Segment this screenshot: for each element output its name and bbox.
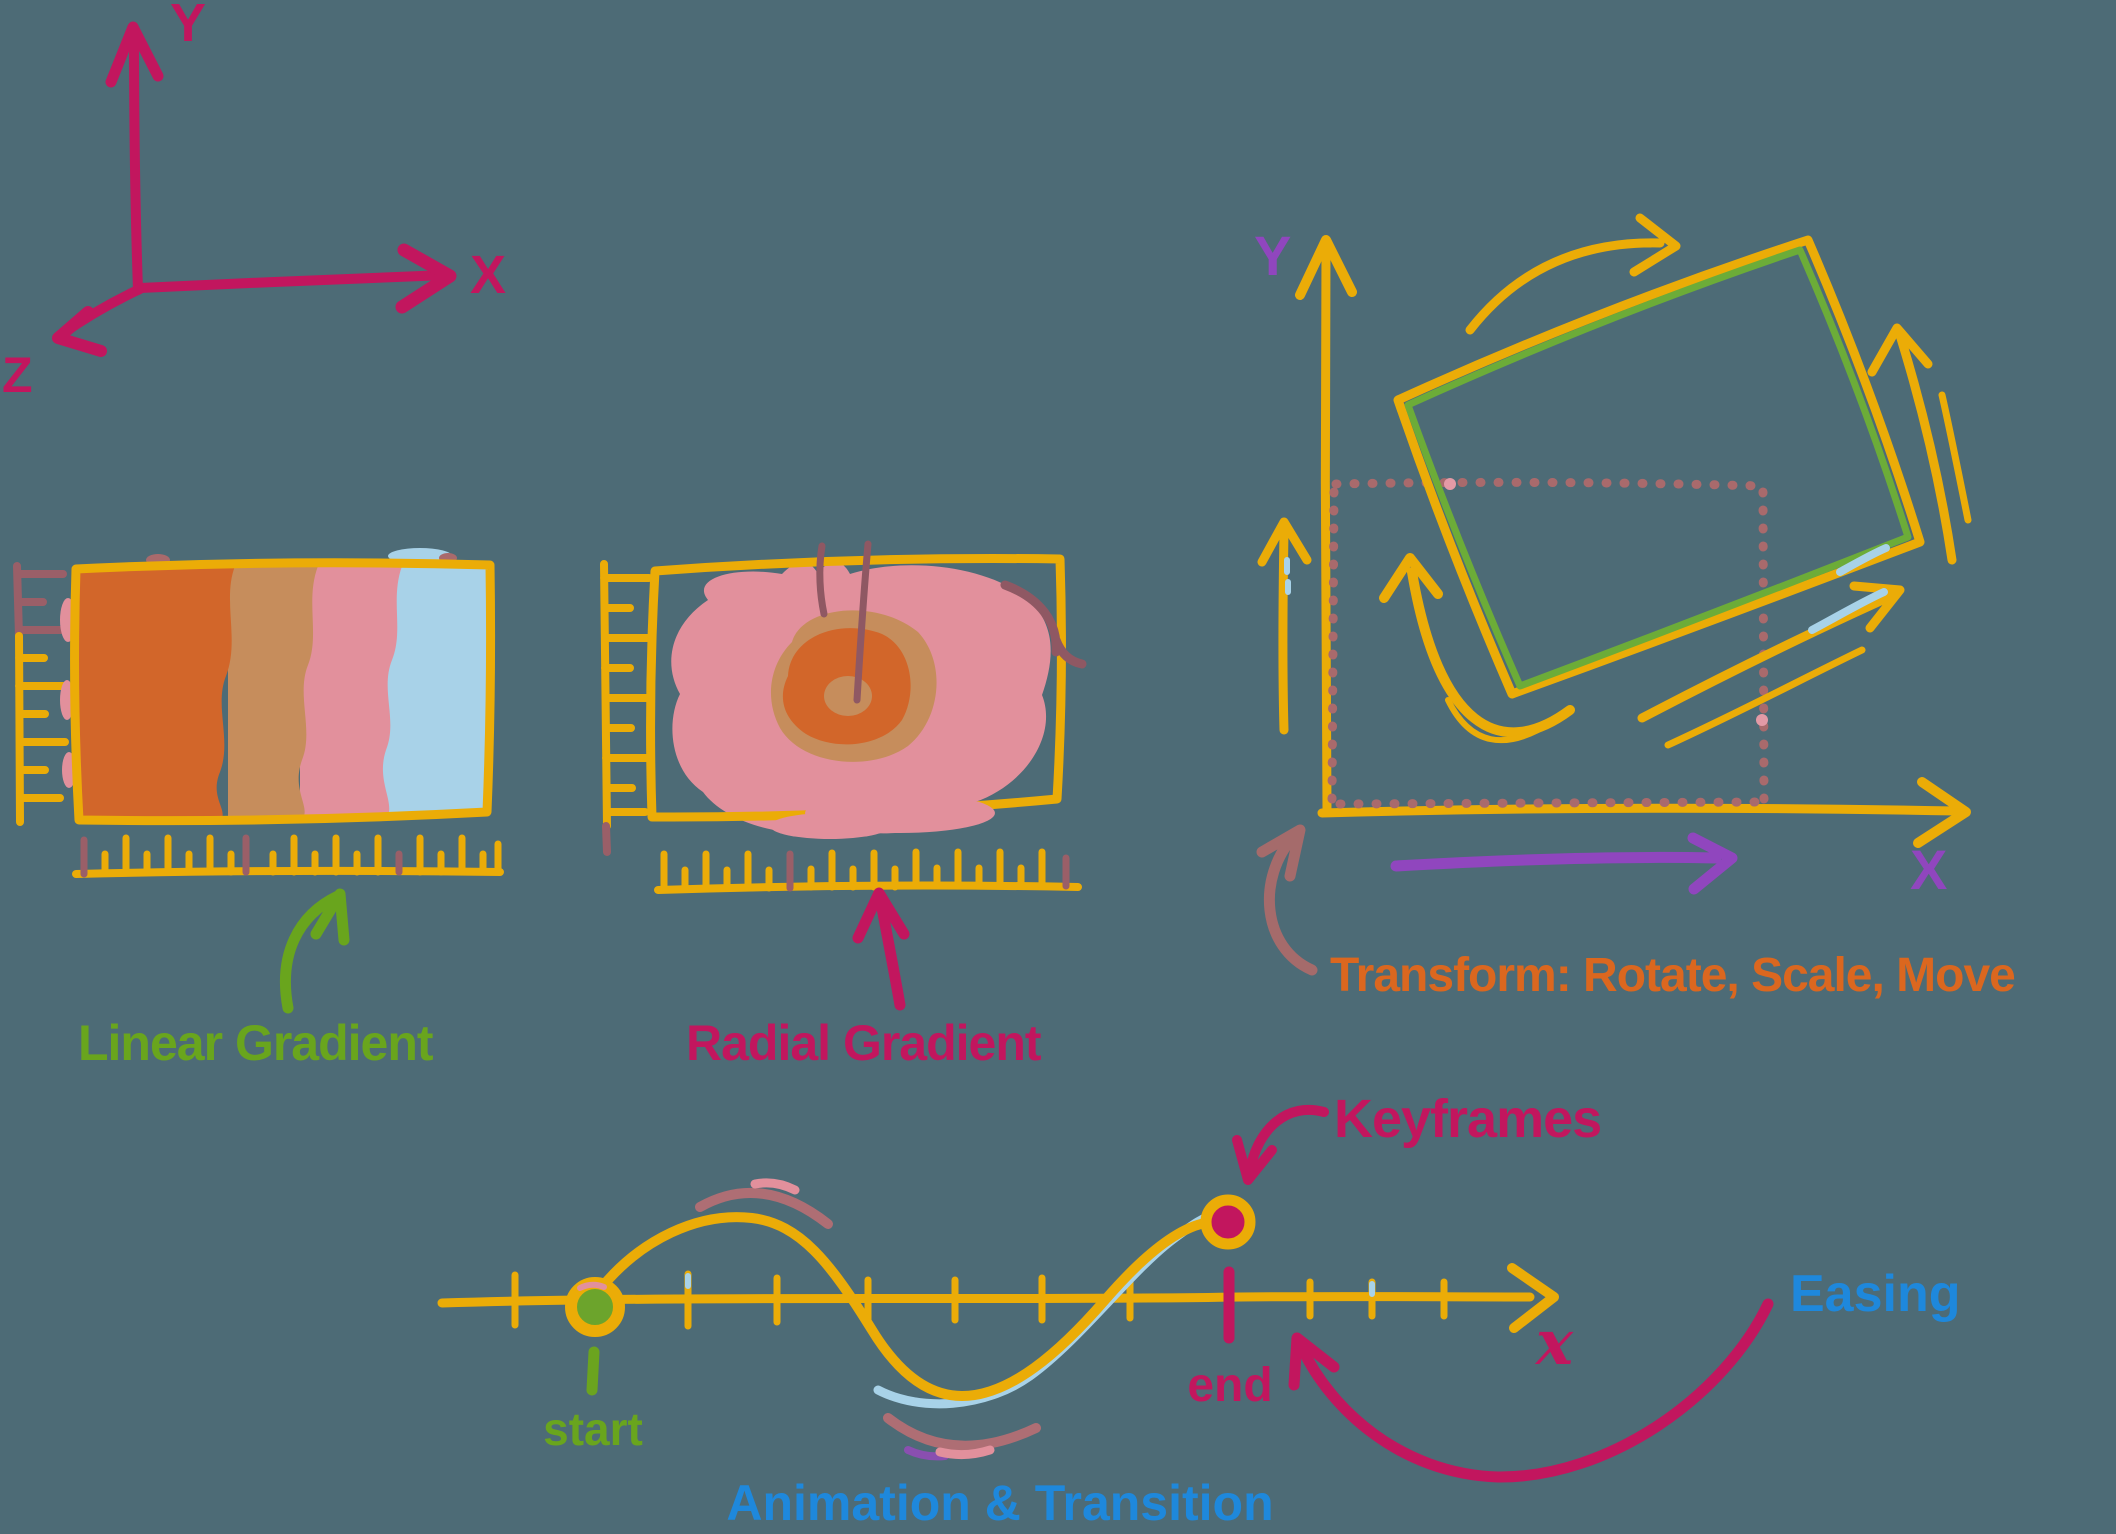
start-dot-pink-sliver bbox=[577, 1281, 607, 1291]
linear-band-pink bbox=[300, 566, 402, 818]
radial-gradient-label: Radial Gradient bbox=[686, 1015, 1042, 1071]
transform-dotted-rect bbox=[1327, 477, 1769, 809]
trough-accent-maroon bbox=[883, 1413, 1041, 1451]
end-label: end bbox=[1187, 1359, 1273, 1412]
start-dash bbox=[586, 1346, 600, 1396]
rotated-square-outer bbox=[1393, 235, 1925, 699]
linear-callout-arrow bbox=[279, 888, 350, 1014]
radial-swatch-border bbox=[646, 554, 1066, 822]
y-axis-arrowhead-icon bbox=[105, 21, 164, 88]
translate-arrow-purple bbox=[1390, 832, 1738, 895]
timeline-ticks bbox=[511, 1270, 1448, 1330]
transform-x-label: X bbox=[1910, 838, 1948, 901]
rotate-arc-top bbox=[1465, 213, 1681, 335]
y-axis-line bbox=[129, 25, 143, 295]
transform-x-axis bbox=[1317, 803, 1963, 818]
radial-ruler-left bbox=[600, 560, 655, 830]
move-arrow-blue-dashes bbox=[1808, 544, 1890, 634]
transform-callout-arrow bbox=[1256, 824, 1318, 976]
dotted-rect-top bbox=[1331, 477, 1767, 491]
transform-y-axis bbox=[1320, 243, 1332, 815]
linear-ruler-bottom-line bbox=[72, 866, 504, 878]
transform-y-label: Y bbox=[1254, 224, 1292, 287]
rotated-square-inner bbox=[1404, 246, 1912, 690]
linear-band-tan bbox=[228, 566, 318, 818]
radial-gradient-figure bbox=[600, 540, 1087, 1011]
transform-y-arrowhead-icon bbox=[1295, 235, 1357, 300]
keyframes-callout-arrow bbox=[1232, 1104, 1329, 1185]
radial-ruler-bottom-ticks-maroon bbox=[786, 850, 1070, 892]
timeline-axis-arrowhead-icon bbox=[1507, 1263, 1559, 1333]
radial-ruler-bottom-ticks bbox=[660, 848, 1046, 892]
timeline-x-axis-label: x bbox=[1536, 1306, 1573, 1379]
linear-ruler-left-yellow bbox=[15, 632, 69, 826]
linear-band-orange bbox=[78, 566, 235, 818]
timeline-axis bbox=[437, 1292, 1535, 1308]
linear-ruler-bottom-ticks-maroon bbox=[80, 834, 403, 878]
timeline-tick-blue-tops bbox=[685, 1273, 1375, 1297]
easing-label: Easing bbox=[1790, 1265, 1961, 1323]
move-arrow-diagonal bbox=[1637, 581, 1905, 723]
animation-transition-caption: Animation & Transition bbox=[726, 1475, 1274, 1531]
radial-pink-spill-2 bbox=[770, 813, 890, 839]
transform-caption: Transform: Rotate, Scale, Move bbox=[1330, 949, 2016, 1002]
dotted-rect-pink-dot-2 bbox=[1756, 714, 1768, 726]
transform-figure bbox=[1256, 213, 1972, 976]
xyz-axes bbox=[52, 21, 457, 357]
animation-wave bbox=[592, 1212, 1217, 1401]
end-keyframe-dot bbox=[1200, 1194, 1256, 1250]
linear-gradient-figure bbox=[13, 548, 504, 1014]
animation-timeline bbox=[437, 1104, 1774, 1483]
linear-ruler-bottom-ticks bbox=[101, 834, 502, 876]
crest-accent-maroon bbox=[695, 1187, 833, 1229]
easing-callout-arrow bbox=[1288, 1298, 1774, 1483]
linear-ruler-left-maroon bbox=[13, 562, 68, 640]
radial-streak bbox=[1000, 580, 1087, 669]
crest-accent-pink bbox=[750, 1178, 800, 1195]
move-arrow-diagonal-double bbox=[1664, 646, 1866, 749]
transform-x-arrowhead-icon bbox=[1913, 777, 1971, 848]
scale-arrow-left-blue-dashes bbox=[1284, 557, 1291, 595]
radial-center-tan-dot bbox=[824, 676, 872, 716]
radial-stem-long bbox=[853, 540, 872, 704]
xyz-x-label: X bbox=[470, 245, 507, 305]
radial-ruler-bottom-line bbox=[654, 881, 1082, 894]
start-label: start bbox=[543, 1403, 643, 1455]
x-axis-arrowhead-icon bbox=[395, 243, 457, 314]
linear-swatch-border bbox=[70, 558, 496, 826]
z-axis-arrowhead-icon bbox=[52, 306, 107, 357]
trough-accent-pink bbox=[935, 1445, 995, 1460]
dotted-rect-left bbox=[1327, 487, 1339, 805]
xyz-y-label: Y bbox=[170, 0, 207, 53]
scale-arrow-left bbox=[1257, 517, 1312, 735]
radial-callout-arrow bbox=[852, 887, 910, 1011]
radial-stem-short bbox=[816, 542, 828, 618]
rotate-arc-bottom-left-double bbox=[1445, 697, 1555, 744]
keyframes-label: Keyframes bbox=[1334, 1089, 1602, 1149]
xyz-z-label: Z bbox=[2, 347, 33, 403]
dotted-rect-right bbox=[1758, 487, 1769, 805]
dotted-rect-bottom bbox=[1335, 797, 1763, 809]
radial-ruler-left-maroon-tip bbox=[602, 822, 611, 856]
scale-arrow-right bbox=[1867, 323, 1957, 565]
dotted-rect-pink-dot-1 bbox=[1444, 478, 1456, 490]
linear-gradient-label: Linear Gradient bbox=[78, 1015, 434, 1071]
x-axis-line bbox=[135, 270, 451, 293]
scale-arrow-right-double bbox=[1938, 391, 1972, 524]
